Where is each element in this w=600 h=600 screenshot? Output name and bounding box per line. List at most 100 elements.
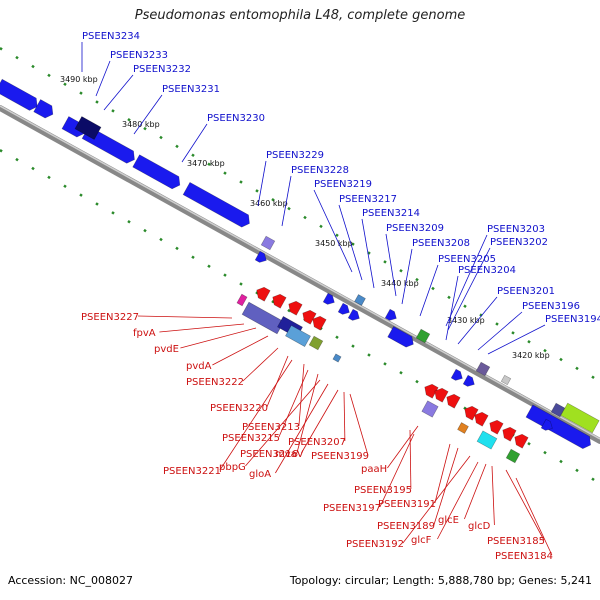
reverse-gene-leader — [433, 447, 459, 526]
reverse-gene-block — [332, 353, 342, 363]
tick-row-outer — [351, 242, 355, 246]
reverse-gene-leader — [219, 359, 293, 471]
forward-gene-arrow — [347, 308, 360, 321]
tick-row-outer — [15, 55, 19, 60]
reverse-gene-block-shape — [505, 448, 521, 464]
genome-backbone — [0, 105, 600, 444]
tick-row-outer — [239, 180, 243, 184]
reverse-gene-block-shape — [476, 430, 498, 450]
scale-label: 3450 kbp — [315, 239, 353, 248]
reverse-gene-label: pvdE — [154, 344, 179, 355]
forward-gene-leader — [477, 311, 523, 351]
forward-gene-arrow-shape — [540, 418, 553, 431]
forward-gene-leader — [487, 324, 546, 355]
reverse-gene-block-shape — [332, 353, 342, 363]
reverse-gene-label: glcF — [411, 535, 432, 546]
reverse-gene-leader — [298, 363, 305, 427]
tick-row-inner — [111, 211, 115, 215]
tick-row-outer — [287, 206, 291, 211]
reverse-gene-label: PSEEN3221 — [163, 466, 221, 477]
tick-row-inner — [79, 193, 83, 197]
reverse-gene-arrow — [272, 293, 287, 309]
reverse-gene-leader — [212, 335, 269, 366]
reverse-gene-leader — [434, 443, 451, 504]
reverse-gene-arrow-shape — [489, 419, 504, 435]
reverse-gene-label: pvdA — [186, 361, 212, 372]
forward-gene-label: PSEEN3205 — [438, 254, 496, 265]
tick-row-outer — [271, 197, 275, 202]
forward-gene-block-shape — [33, 99, 54, 119]
tick-row-outer — [367, 251, 371, 255]
reverse-gene-label: PSEEN3207 — [288, 437, 346, 448]
reverse-gene-block — [457, 422, 469, 434]
forward-gene-arrow — [384, 308, 397, 321]
tick-row-outer — [463, 304, 467, 309]
forward-gene-block-shape — [500, 374, 512, 386]
tick-row-inner — [591, 477, 595, 482]
tick-row-outer — [447, 295, 451, 300]
reverse-gene-arrow-shape — [424, 383, 439, 399]
forward-gene-label: PSEEN3214 — [362, 208, 420, 219]
forward-gene-block — [0, 78, 38, 111]
reverse-gene-arrow-shape — [302, 309, 317, 325]
reverse-gene-leader — [505, 469, 545, 541]
forward-gene-leader — [133, 94, 163, 135]
forward-gene-label: PSEEN3202 — [490, 237, 548, 248]
reverse-gene-block-shape — [236, 293, 248, 307]
forward-gene-arrow — [540, 418, 553, 431]
forward-gene-block-shape — [560, 402, 600, 434]
forward-gene-block — [525, 404, 591, 450]
tick-row-inner — [223, 273, 227, 277]
tick-row-outer — [559, 357, 563, 362]
reverse-gene-arrow — [474, 411, 489, 427]
tick-row-outer — [31, 64, 35, 69]
forward-gene-arrow-shape — [254, 250, 267, 263]
reverse-gene-block-shape — [421, 400, 439, 418]
forward-gene-label: PSEEN3228 — [291, 165, 349, 176]
reverse-gene-label: PSEEN3213 — [242, 422, 300, 433]
forward-gene-block — [500, 374, 512, 386]
forward-gene-label: PSEEN3203 — [487, 224, 545, 235]
forward-gene-block-shape — [525, 404, 591, 450]
reverse-gene-block — [241, 301, 285, 335]
scale-label: 3490 kbp — [60, 75, 98, 84]
tick-row-outer — [175, 144, 179, 149]
reverse-gene-label: mvaV — [275, 449, 304, 460]
forward-gene-leader — [257, 160, 267, 207]
forward-gene-block-shape — [475, 361, 491, 377]
forward-gene-leader — [447, 247, 491, 331]
tick-row-outer — [255, 189, 259, 193]
tick-row-outer — [159, 135, 163, 140]
forward-gene-arrow — [462, 374, 475, 387]
reverse-gene-arrow — [256, 286, 271, 302]
reverse-gene-label: PSEEN3222 — [186, 377, 244, 388]
forward-gene-block-shape — [550, 402, 566, 418]
page-title: Pseudomonas entomophila L48, complete ge… — [134, 8, 466, 23]
forward-gene-arrow-shape — [337, 302, 350, 315]
tick-row-outer — [47, 73, 51, 78]
reverse-gene-arrow — [288, 300, 303, 316]
reverse-gene-label: PSEEN3197 — [323, 503, 381, 514]
tick-row-outer — [111, 109, 115, 113]
reverse-gene-label: PSEEN3184 — [495, 551, 553, 562]
reverse-gene-arrow-shape — [446, 393, 461, 409]
tick-row-outer — [575, 366, 579, 371]
tick-row-inner — [175, 246, 179, 251]
reverse-gene-arrow — [434, 387, 449, 403]
forward-gene-label: PSEEN3234 — [82, 31, 140, 42]
forward-gene-block-shape — [74, 116, 102, 140]
tick-row-outer — [127, 118, 131, 122]
forward-gene-label: PSEEN3204 — [458, 265, 516, 276]
tick-row-outer — [207, 162, 211, 166]
reverse-gene-leader — [349, 393, 369, 456]
forward-gene-leader — [401, 248, 413, 305]
tick-row-inner — [287, 308, 291, 313]
reverse-gene-block-shape — [308, 335, 324, 351]
forward-gene-label: PSEEN3219 — [314, 179, 372, 190]
tick-row-inner — [127, 220, 131, 224]
reverse-gene-block — [505, 448, 521, 464]
reverse-gene-label: PSEEN3216 — [240, 449, 298, 460]
tick-row-inner — [559, 459, 563, 464]
tick-row-inner — [95, 202, 99, 206]
forward-gene-block — [475, 361, 491, 377]
